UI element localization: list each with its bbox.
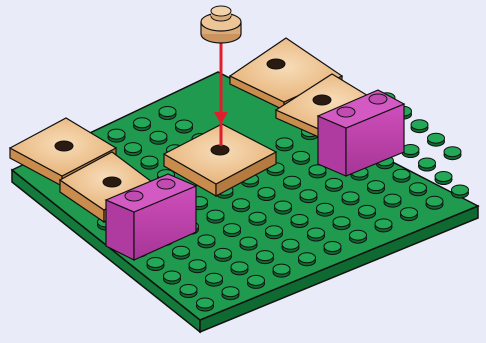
- stud: [359, 205, 376, 218]
- stud: [293, 151, 310, 164]
- stud: [426, 196, 443, 209]
- stud: [308, 228, 325, 241]
- stud: [257, 251, 274, 264]
- stud: [350, 230, 367, 243]
- stud: [206, 273, 223, 286]
- stud: [300, 190, 317, 203]
- stud: [333, 217, 350, 230]
- stud: [215, 248, 232, 261]
- stud: [233, 199, 250, 212]
- stud: [125, 143, 142, 156]
- stud: [207, 210, 224, 223]
- stud: [173, 246, 190, 259]
- stud: [240, 237, 257, 250]
- stud: [273, 264, 290, 277]
- stud: [375, 219, 392, 232]
- stud: [275, 201, 292, 214]
- stud: [141, 156, 158, 169]
- stud: [224, 224, 241, 237]
- stud: [266, 226, 283, 239]
- stud: [189, 260, 206, 273]
- stud: [282, 239, 299, 252]
- stud: [410, 183, 427, 196]
- stud: [108, 129, 125, 142]
- stud: [419, 158, 436, 171]
- stud: [198, 235, 215, 248]
- stud: [411, 120, 428, 133]
- stud: [147, 258, 164, 271]
- stud: [291, 215, 308, 228]
- stud: [393, 169, 410, 182]
- stud: [197, 298, 214, 311]
- stud: [248, 275, 265, 288]
- stud: [428, 133, 445, 146]
- stud: [180, 285, 197, 298]
- stud: [284, 176, 301, 189]
- stud: [164, 271, 181, 284]
- stud: [384, 194, 401, 207]
- stud: [258, 188, 275, 201]
- stud: [150, 131, 167, 144]
- stud: [176, 120, 193, 133]
- stud: [326, 178, 343, 191]
- stud: [299, 253, 316, 266]
- stud: [452, 185, 469, 198]
- stud: [134, 118, 151, 131]
- round-plate-piece: [201, 6, 241, 43]
- stud: [401, 208, 418, 221]
- stud: [342, 192, 359, 205]
- stud: [222, 287, 239, 300]
- stud: [368, 181, 385, 194]
- stud: [276, 138, 293, 151]
- stud: [324, 242, 341, 255]
- stud: [249, 212, 266, 225]
- stud: [435, 172, 452, 185]
- stud: [159, 107, 176, 120]
- stud: [317, 203, 334, 216]
- stud: [231, 262, 248, 275]
- stud: [444, 147, 461, 160]
